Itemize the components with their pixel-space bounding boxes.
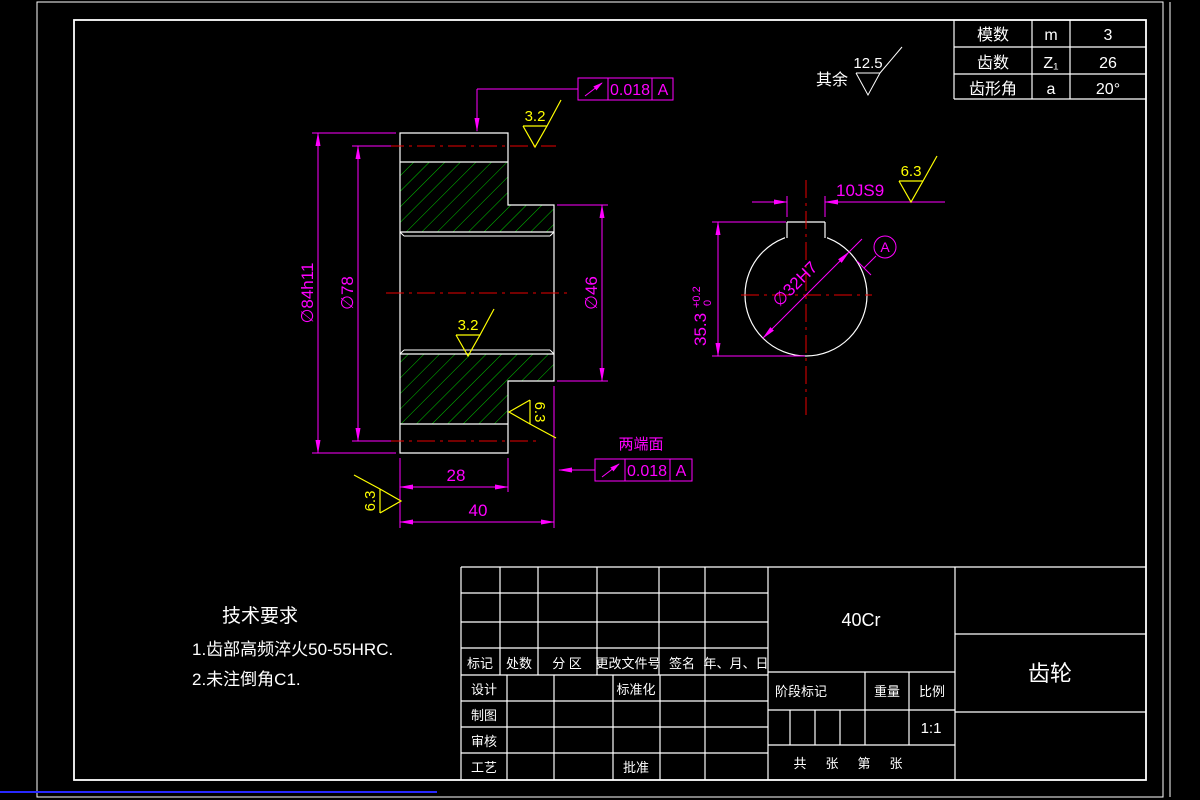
default-roughness-value: 12.5 [853,55,882,72]
param-teeth-symbol: Z₁ [1043,55,1058,72]
gear-profile-outline [399,132,555,454]
dim-keyway-depth: 35.3 [691,313,710,346]
param-module-label: 模数 [977,26,1009,44]
datum-a-flag: A [856,235,897,276]
roughness-icon [455,308,495,358]
runout-bottom-datum: A [676,463,687,480]
param-angle-label: 齿形角 [969,80,1017,98]
section-hatch-upper [400,162,554,232]
dim-keyway-width: 10JS9 [836,181,884,200]
roughness-keyway: 6.3 [898,155,938,204]
roughness-left-face: 6.3 [353,474,403,514]
tech-req-item-2: 2.未注倒角C1. [192,670,301,689]
dim-outer-diameter: ∅84h11 [298,263,317,324]
role-approve: 批准 [623,760,649,775]
sheet-word-gong: 共 [793,756,806,771]
dim-rim-width: 28 [447,466,466,485]
tolerance-frame-top: 0.018 A [474,77,674,132]
roughness-bore-value: 3.2 [458,317,479,334]
technical-requirements: 技术要求 1.齿部高频淬火50-55HRC. 2.未注倒角C1. [192,605,393,689]
title-block: 标记 处数 分 区 更改文件号 签名 年、月、日 设计 制图 审核 工艺 标准化… [460,566,1146,780]
roughness-keyway-value: 6.3 [901,163,922,180]
role-draft: 制图 [471,708,497,723]
dim-bore-diameter: ∅32H7 [769,258,822,311]
param-angle-symbol: a [1047,81,1056,98]
tech-req-item-1: 1.齿部高频淬火50-55HRC. [192,640,393,659]
roughness-tooth-flank-value: 3.2 [525,108,546,125]
default-roughness-note: 其余 12.5 [816,46,903,97]
runout-top-value: 0.018 [610,82,650,99]
rev-header-sign: 签名 [669,656,695,671]
dimensions: ∅84h11 ∅78 ∅46 28 40 10JS9 35.3 +0.2 [298,132,945,528]
dim-keyway-depth-group: 35.3 +0.2 0 [691,286,714,346]
param-teeth-value: 26 [1099,55,1117,72]
dim-hub-diameter: ∅46 [582,276,601,310]
roughness-icon [507,399,557,439]
param-angle-value: 20° [1096,81,1120,98]
roughness-icon: 12.5 [853,46,903,97]
tolerance-frame-bottom: 两端面 0.018 A [558,436,693,482]
part-name: 齿轮 [1028,661,1072,686]
weight-label: 重量 [874,684,900,699]
datum-label: A [880,239,890,255]
sheet-word-zhang2: 张 [889,756,902,771]
rev-header-doc-no: 更改文件号 [595,656,660,671]
roughness-icon [898,155,938,204]
dim-keyway-depth-upper-tol: +0.2 [691,286,703,308]
role-check: 审核 [471,734,497,749]
roughness-icon [353,474,403,514]
roughness-tooth-flank: 3.2 [522,99,562,149]
dim-total-width: 40 [469,501,488,520]
circular-runout-icon [601,463,620,478]
section-hatch-lower [400,354,554,424]
param-module-symbol: m [1044,27,1057,44]
role-process: 工艺 [471,760,497,775]
role-design: 设计 [471,682,497,697]
gear-parameter-table: 模数 m 3 齿数 Z₁ 26 齿形角 a 20° [953,20,1146,100]
roughness-bore: 3.2 [455,308,495,358]
main-section-view [386,132,572,454]
roughness-left-face-value: 6.3 [362,491,379,512]
param-teeth-label: 齿数 [977,54,1009,72]
scale-label: 比例 [919,684,945,699]
sheet-word-di: 第 [857,756,870,771]
runout-bottom-value: 0.018 [627,463,667,480]
role-standard: 标准化 [616,682,655,697]
roughness-right-face-value: 6.3 [531,402,548,423]
runout-bottom-note: 两端面 [618,436,663,453]
sheet-border [0,1,1171,798]
param-module-value: 3 [1104,27,1113,44]
stage-label: 阶段标记 [775,684,827,699]
dim-keyway-depth-lower-tol: 0 [702,300,714,306]
roughness-icon [522,99,562,149]
rev-header-count: 处数 [506,656,532,671]
default-roughness-prefix: 其余 [816,70,848,89]
rev-header-mark: 标记 [467,656,493,671]
titleblock-material: 40Cr [841,610,880,630]
sheet-word-zhang1: 张 [825,756,838,771]
side-view [741,180,872,420]
circular-runout-icon [584,82,603,97]
dim-pitch-diameter: ∅78 [338,276,357,310]
rev-header-date: 年、月、日 [703,656,768,671]
rev-header-zone: 分 区 [552,656,582,671]
roughness-right-face: 6.3 [507,399,557,439]
tech-req-title: 技术要求 [222,605,298,627]
scale-value: 1:1 [921,720,942,737]
runout-top-datum: A [658,82,669,99]
